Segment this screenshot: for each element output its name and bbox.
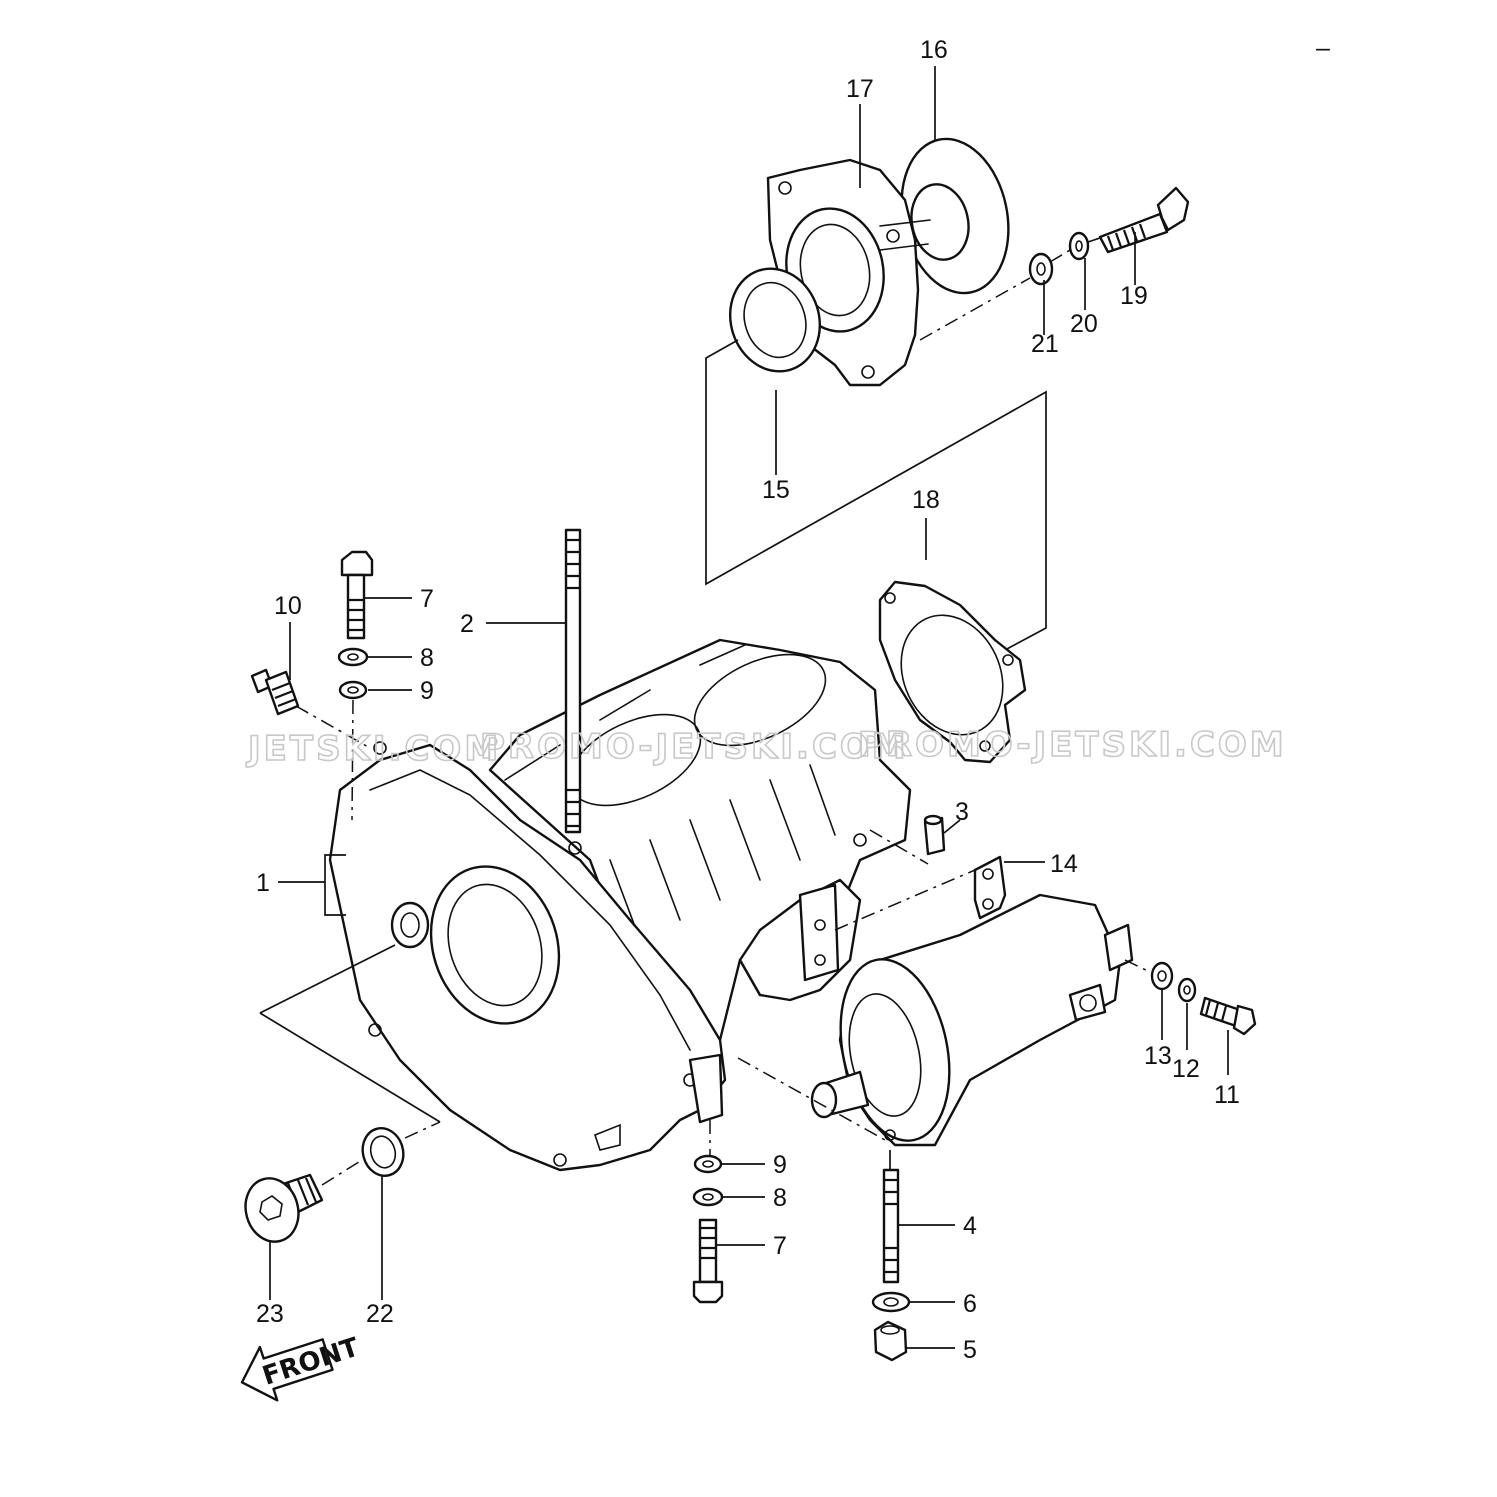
part-23-drain-plug <box>244 1173 324 1243</box>
label-22: 22 <box>366 1300 394 1328</box>
label-16: 16 <box>920 36 948 64</box>
label-13: 13 <box>1144 1042 1172 1070</box>
label-9-upper: 9 <box>420 677 434 705</box>
label-5: 5 <box>963 1336 977 1364</box>
part-8-washer-upper <box>337 647 369 667</box>
part-22-o-ring <box>361 1127 405 1177</box>
part-labels: 1 2 3 4 5 6 7 7 8 8 9 9 10 11 12 13 14 1… <box>256 36 1240 1364</box>
part-20-lock-washer <box>1068 231 1090 261</box>
part-15-oil-seal <box>728 267 822 373</box>
label-23: 23 <box>256 1300 284 1328</box>
label-8-upper: 8 <box>420 644 434 672</box>
label-20: 20 <box>1070 310 1098 338</box>
label-9-lower: 9 <box>773 1151 787 1179</box>
label-10: 10 <box>274 592 302 620</box>
label-7-upper: 7 <box>420 585 434 613</box>
part-18-gasket <box>878 580 1027 764</box>
part-10-fitting <box>250 668 300 716</box>
label-14: 14 <box>1050 850 1078 878</box>
part-19-bolt <box>1098 186 1190 254</box>
front-arrow-label: FRONT <box>259 1332 363 1391</box>
part-3-dowel <box>923 814 946 856</box>
leader-3 <box>943 819 961 834</box>
label-15: 15 <box>762 476 790 504</box>
leader-1 <box>278 854 346 916</box>
label-4: 4 <box>963 1212 977 1240</box>
label-2: 2 <box>460 610 474 638</box>
part-14-bracket <box>973 855 1007 920</box>
label-18: 18 <box>912 486 940 514</box>
watermark-text-2: PROMO-JETSKI.COM <box>480 727 909 767</box>
label-6: 6 <box>963 1290 977 1318</box>
part-13-washer <box>1150 961 1174 991</box>
label-8-lower: 8 <box>773 1184 787 1212</box>
bearing-housing-assembly <box>728 137 1190 387</box>
watermark-text-1: JETSKI.COM <box>246 729 501 769</box>
label-17: 17 <box>846 75 874 103</box>
leader-bracket-15-18 <box>705 339 1047 651</box>
part-4-stud <box>882 1168 900 1284</box>
part-11-bolt <box>1199 996 1257 1036</box>
leader-plug-bracket <box>259 944 441 1123</box>
label-3: 3 <box>955 798 969 826</box>
part-5-nut <box>873 1320 908 1362</box>
label-21: 21 <box>1031 330 1059 358</box>
label-11: 11 <box>1214 1081 1240 1109</box>
part-9-washer-lower <box>693 1154 723 1174</box>
label-12: 12 <box>1172 1055 1200 1083</box>
part-7-bolt-upper <box>340 550 374 640</box>
corner-mark: – <box>1316 34 1330 62</box>
part-21-washer <box>1028 252 1054 286</box>
part-1-crankcase <box>328 638 912 1172</box>
part-6-washer <box>871 1291 911 1313</box>
part-8-washer-lower <box>692 1187 724 1207</box>
label-1: 1 <box>256 869 270 897</box>
part-7-bolt-lower <box>692 1218 724 1304</box>
part-16-cap <box>900 137 1010 295</box>
label-7-lower: 7 <box>773 1232 787 1260</box>
watermark: JETSKI.COM PROMO-JETSKI.COM PROMO-JETSKI… <box>245 724 1287 770</box>
leaders-11-13 <box>1161 990 1229 1075</box>
front-arrow: FRONT <box>240 1332 363 1402</box>
watermark-text-3: PROMO-JETSKI.COM <box>858 725 1287 765</box>
part-2-stud <box>564 528 582 834</box>
starter-motor <box>810 893 1134 1147</box>
label-19: 19 <box>1120 282 1148 310</box>
part-12-lock-washer <box>1177 977 1197 1003</box>
part-9-washer-upper <box>338 680 368 700</box>
leaders-top <box>775 66 1136 560</box>
